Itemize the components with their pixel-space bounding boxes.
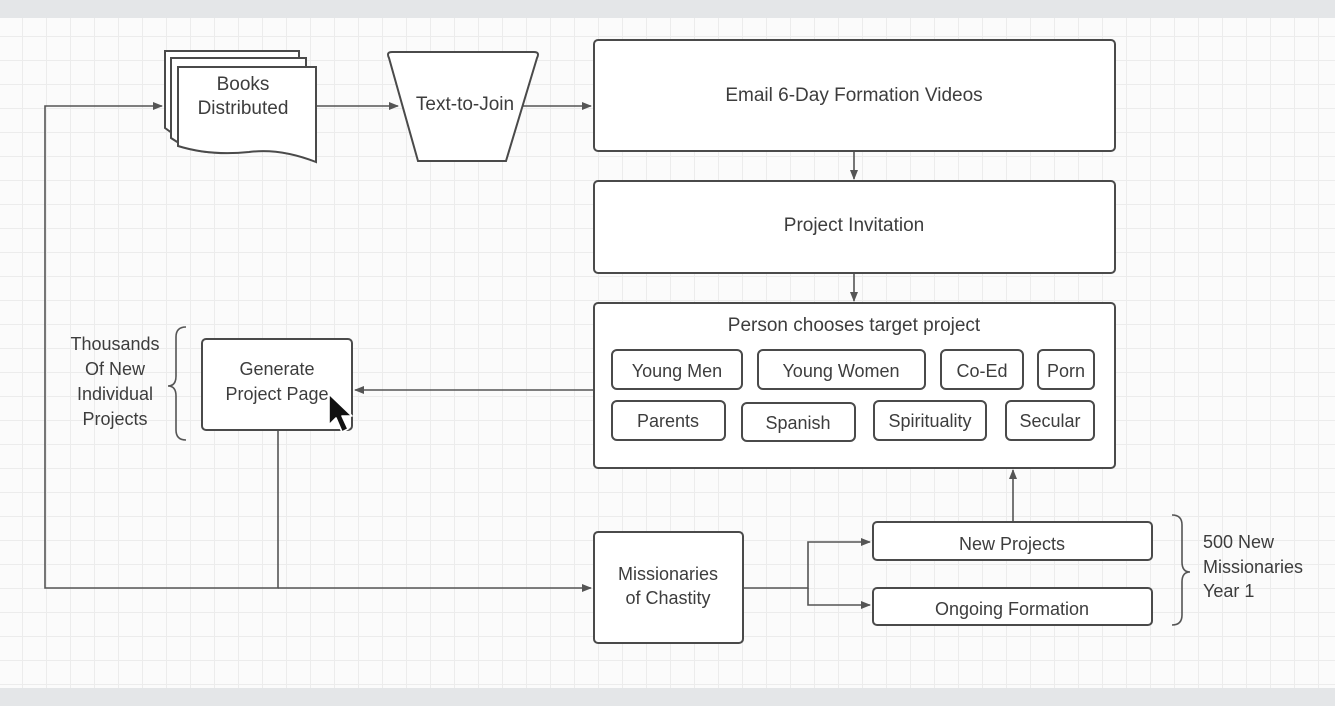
arrow-missionaries-to-new — [743, 538, 871, 589]
connectors — [44, 102, 1017, 609]
option-porn: Porn — [1047, 361, 1085, 381]
new-projects-box — [872, 521, 1153, 561]
text-to-join-shape — [387, 51, 539, 162]
option-box-spirituality — [873, 400, 987, 441]
loop-generate-to-books — [44, 102, 279, 589]
node-missionaries: Missionaries of Chastity — [593, 531, 744, 644]
right-brace — [1171, 514, 1191, 626]
option-parents: Parents — [637, 411, 699, 431]
thousands-line4: Projects — [82, 409, 147, 429]
new-projects-label: New Projects — [959, 534, 1065, 554]
node-email-videos: Email 6-Day Formation Videos — [593, 39, 1116, 152]
email-videos-label: Email 6-Day Formation Videos — [725, 85, 982, 106]
person-chooses-title: Person chooses target project — [728, 315, 981, 336]
missionaries-line1: Missionaries — [618, 564, 718, 584]
thousands-line1: Thousands — [70, 334, 159, 354]
books-sheet-front — [177, 66, 317, 164]
option-young-men: Young Men — [632, 361, 722, 381]
option-box-young-men — [611, 349, 743, 390]
thousands-line3: Individual — [77, 384, 153, 404]
ongoing-formation-label: Ongoing Formation — [935, 599, 1089, 619]
node-books-distributed: Books Distributed — [164, 50, 317, 164]
option-box-parents — [611, 400, 726, 441]
email-videos-box — [593, 39, 1116, 152]
text-to-join-label: Text-to-Join — [416, 94, 514, 115]
generate-page-box — [201, 338, 353, 431]
node-person-chooses: Person chooses target project Young Men … — [593, 302, 1116, 469]
generate-page-line2: Project Page — [225, 384, 328, 404]
annotation-thousands: Thousands Of New Individual Projects — [70, 326, 187, 441]
mouse-pointer-icon — [328, 393, 353, 433]
books-label-line2: Distributed — [198, 98, 289, 119]
arrow-missionaries-to-ongoing — [807, 588, 871, 609]
option-box-young-women — [757, 349, 926, 390]
missionaries-line2: of Chastity — [625, 588, 710, 608]
option-young-women: Young Women — [782, 361, 899, 381]
node-text-to-join: Text-to-Join — [387, 51, 539, 162]
left-brace — [167, 326, 187, 441]
option-box-co-ed — [940, 349, 1024, 390]
node-project-invitation: Project Invitation — [593, 180, 1116, 274]
option-spirituality: Spirituality — [888, 411, 971, 431]
node-generate-project-page: Generate Project Page — [201, 338, 353, 431]
option-co-ed: Co-Ed — [956, 361, 1007, 381]
missionaries-box — [593, 531, 744, 644]
project-invitation-label: Project Invitation — [784, 215, 924, 236]
missionaries-year-line1: 500 New — [1203, 532, 1275, 552]
thousands-line2: Of New — [85, 359, 146, 379]
missionaries-year-line2: Missionaries — [1203, 557, 1303, 577]
annotation-missionaries-year: 500 New Missionaries Year 1 — [1171, 514, 1303, 626]
ongoing-formation-box — [872, 587, 1153, 626]
missionaries-year-line3: Year 1 — [1203, 581, 1254, 601]
books-label-line1: Books — [217, 74, 270, 95]
project-invitation-box — [593, 180, 1116, 274]
option-box-spanish — [741, 402, 856, 442]
generate-page-line1: Generate — [239, 359, 314, 379]
option-box-porn — [1037, 349, 1095, 390]
option-spanish: Spanish — [765, 413, 830, 433]
option-secular: Secular — [1019, 411, 1080, 431]
node-ongoing-formation: Ongoing Formation — [872, 587, 1153, 626]
option-box-secular — [1005, 400, 1095, 441]
node-new-projects: New Projects — [872, 521, 1153, 561]
